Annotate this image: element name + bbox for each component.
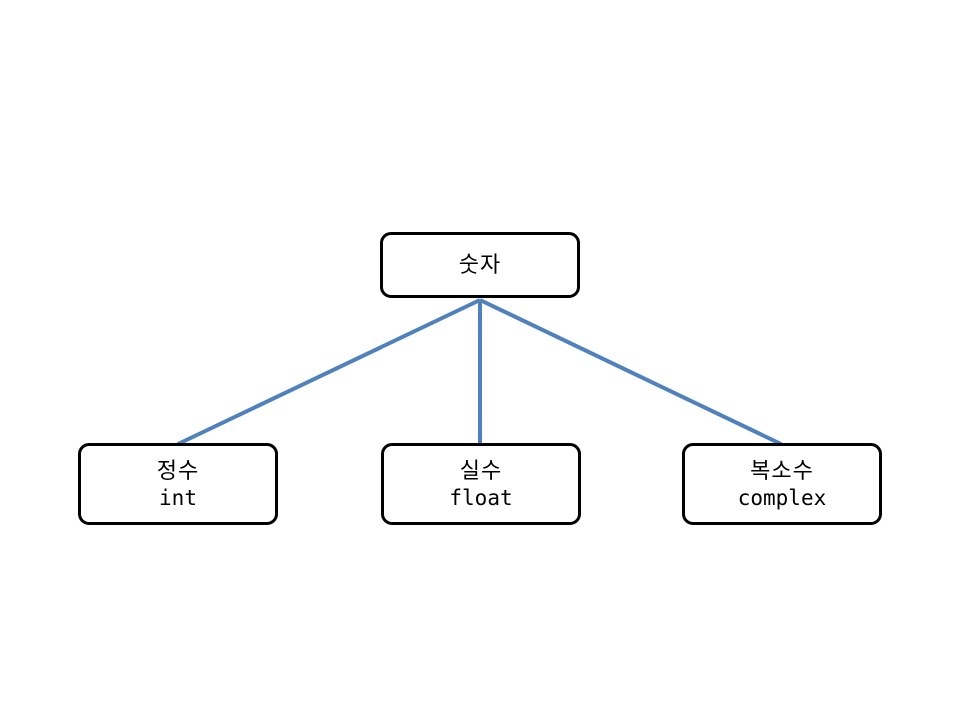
connector-root-to-int [177,298,481,446]
connector-root-to-complex [479,298,782,446]
node-number-root: 숫자 [380,232,580,298]
node-integer: 정수 int [78,443,278,525]
node-label: 숫자 [458,252,502,277]
node-complex: 복소수 complex [682,443,882,525]
node-code-label: int [159,485,197,510]
node-code-label: complex [737,485,827,510]
node-code-label: float [449,485,513,510]
node-label: 복소수 [750,457,814,483]
node-float: 실수 float [381,443,581,525]
node-label: 실수 [459,457,503,483]
node-label: 정수 [156,457,200,483]
